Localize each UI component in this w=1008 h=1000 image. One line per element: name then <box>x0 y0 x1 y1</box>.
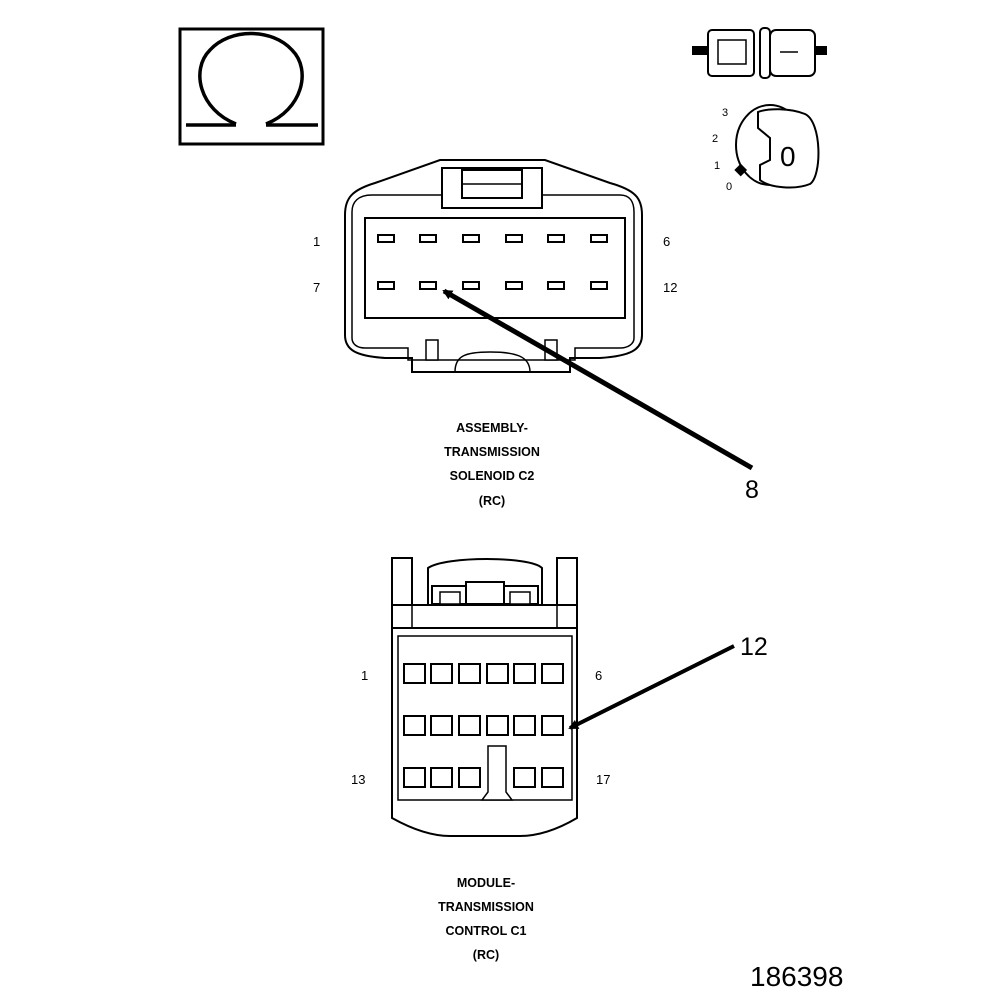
c1-pin <box>458 715 481 736</box>
c1-pin <box>513 715 536 736</box>
c1-pin-label-1: 1 <box>361 668 368 683</box>
c2-pin <box>505 281 523 290</box>
c2-pin <box>547 281 565 290</box>
c1-title: MODULE- TRANSMISSION CONTROL C1 (RC) <box>438 876 534 962</box>
c1-title-line-4: (RC) <box>473 948 499 962</box>
c2-pin-row-2 <box>377 281 608 290</box>
c2-pin <box>377 281 395 290</box>
c1-pin-row-1 <box>403 663 564 684</box>
c1-pin <box>403 715 426 736</box>
c1-pin <box>458 663 481 684</box>
c2-pin <box>462 234 480 243</box>
c2-title-line-2: TRANSMISSION <box>444 445 540 459</box>
c2-pin-label-7: 7 <box>313 280 320 295</box>
c1-title-line-2: TRANSMISSION <box>438 900 534 914</box>
ignition-switch-icon: 3 2 1 0 0 <box>712 104 820 193</box>
c1-pin <box>541 663 564 684</box>
c2-pin-label-12: 12 <box>663 280 677 295</box>
c2-pin <box>419 234 437 243</box>
ignition-position-0: 0 <box>726 181 732 193</box>
c1-pin <box>430 767 453 788</box>
ignition-position-2: 2 <box>712 133 718 145</box>
c1-pin <box>541 715 564 736</box>
c2-pin <box>505 234 523 243</box>
c2-title-line-4: (RC) <box>479 494 505 508</box>
c2-pin <box>462 281 480 290</box>
c1-title-line-1: MODULE- <box>457 876 515 890</box>
c1-pin <box>513 767 536 788</box>
c1-pin <box>458 767 481 788</box>
connector-disconnect-icon <box>692 27 827 79</box>
connector-c2 <box>344 159 643 373</box>
c2-callout-number: 8 <box>745 476 759 504</box>
connector-c1 <box>391 557 578 837</box>
c1-pin-row-2 <box>403 715 564 736</box>
c2-pin <box>590 281 608 290</box>
ohmmeter-icon <box>178 27 325 146</box>
c2-title-line-3: SOLENOID C2 <box>450 469 535 483</box>
c2-pin <box>590 234 608 243</box>
c1-pin <box>403 767 426 788</box>
c1-pin-label-6: 6 <box>595 668 602 683</box>
c1-pin <box>403 663 426 684</box>
c1-pin-row-3 <box>403 767 564 788</box>
c2-pin-label-6: 6 <box>663 234 670 249</box>
c1-pin <box>541 767 564 788</box>
c2-pin-label-1: 1 <box>313 234 320 249</box>
c2-title: ASSEMBLY- TRANSMISSION SOLENOID C2 (RC) <box>444 421 540 508</box>
key-label: 0 <box>780 141 796 172</box>
c2-pin <box>377 234 395 243</box>
c1-pin <box>486 715 509 736</box>
c2-callout-arrow <box>442 288 754 471</box>
c1-title-line-3: CONTROL C1 <box>445 924 526 938</box>
c2-pin <box>547 234 565 243</box>
c1-pin <box>430 663 453 684</box>
c1-pin-label-13: 13 <box>351 772 365 787</box>
c2-title-line-1: ASSEMBLY- <box>456 421 528 435</box>
c1-pin <box>513 663 536 684</box>
c1-callout-number: 12 <box>740 633 768 661</box>
figure-number: 186398 <box>750 961 843 992</box>
c1-pin <box>486 663 509 684</box>
ignition-position-3: 3 <box>722 107 728 119</box>
c1-pin-label-17: 17 <box>596 772 610 787</box>
c2-pin-row-1 <box>377 234 608 243</box>
c1-callout-arrow <box>568 644 735 730</box>
ignition-position-1: 1 <box>714 160 720 172</box>
c2-pin <box>419 281 437 290</box>
c1-pin <box>430 715 453 736</box>
